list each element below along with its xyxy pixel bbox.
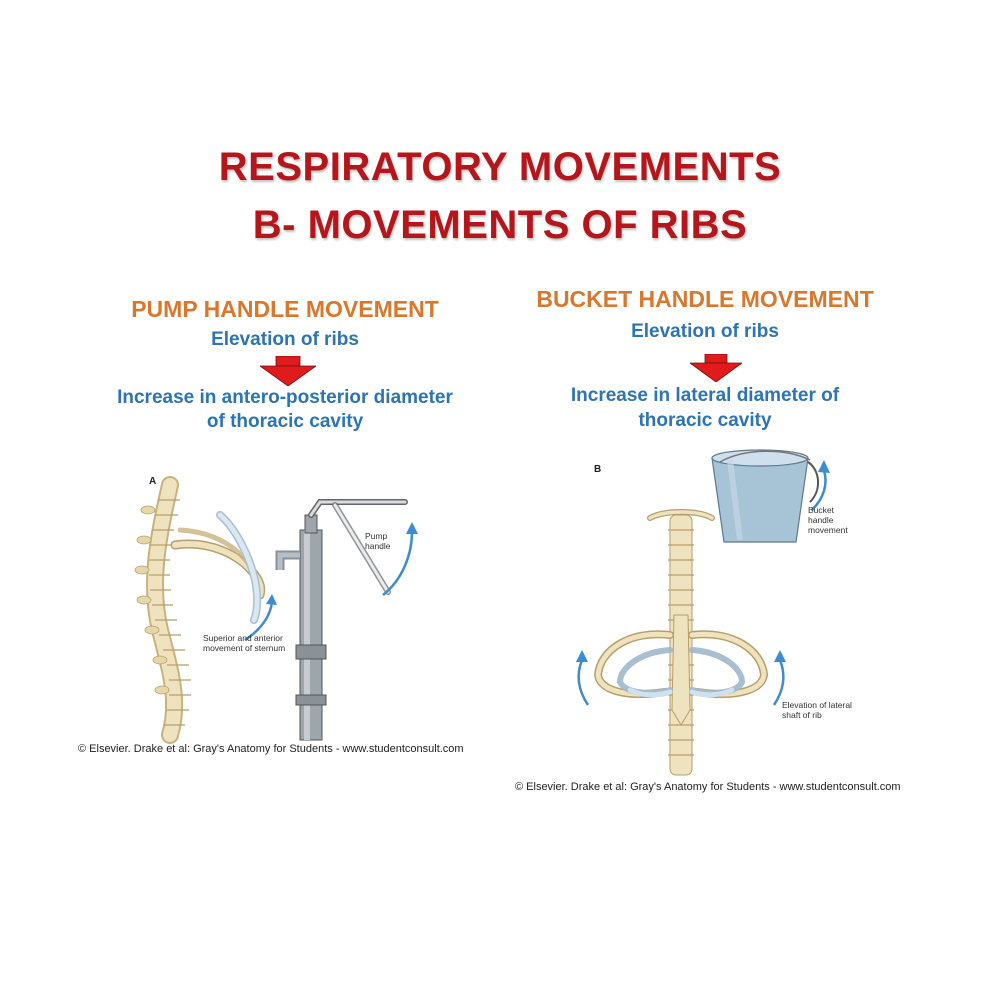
bucket-handle-label: Bucket handle movement — [808, 505, 848, 535]
pump-handle-illustration — [134, 476, 418, 744]
pump-handle-heading: PUMP HANDLE MOVEMENT — [131, 296, 439, 322]
left-elevation-text: Elevation of ribs — [211, 329, 359, 350]
water-pump — [275, 499, 408, 741]
left-down-arrow-icon — [260, 356, 316, 386]
right-result-line2: thoracic cavity — [638, 410, 772, 431]
sternum-movement-label: Superior and anterior movement of sternu… — [203, 633, 286, 653]
main-title-line2: B- MOVEMENTS OF RIBS — [252, 203, 748, 247]
figure-b-letter: B — [594, 464, 602, 475]
bucket — [711, 449, 819, 543]
left-result-line2: of thoracic cavity — [206, 411, 364, 432]
rib-shaft-label: Elevation of lateral shaft of rib — [782, 700, 852, 720]
figure-a-letter: A — [149, 476, 157, 487]
sternum — [216, 511, 262, 624]
bucket-handle-heading: BUCKET HANDLE MOVEMENT — [536, 286, 874, 312]
left-credit: © Elsevier. Drake et al: Gray's Anatomy … — [78, 743, 464, 755]
bucket-handle-illustration — [576, 449, 830, 776]
spine-lateral — [134, 476, 191, 744]
main-title-line1: RESPIRATORY MOVEMENTS — [218, 145, 782, 189]
left-result-line1: Increase in antero-posterior diameter — [117, 387, 453, 408]
right-credit: © Elsevier. Drake et al: Gray's Anatomy … — [515, 781, 901, 793]
right-result-line1: Increase in lateral diameter of — [570, 385, 840, 406]
right-down-arrow-icon — [690, 354, 742, 382]
right-elevation-text: Elevation of ribs — [631, 321, 779, 342]
pump-handle-label: Pump handle — [365, 531, 391, 551]
ribs-anterior — [593, 630, 769, 698]
